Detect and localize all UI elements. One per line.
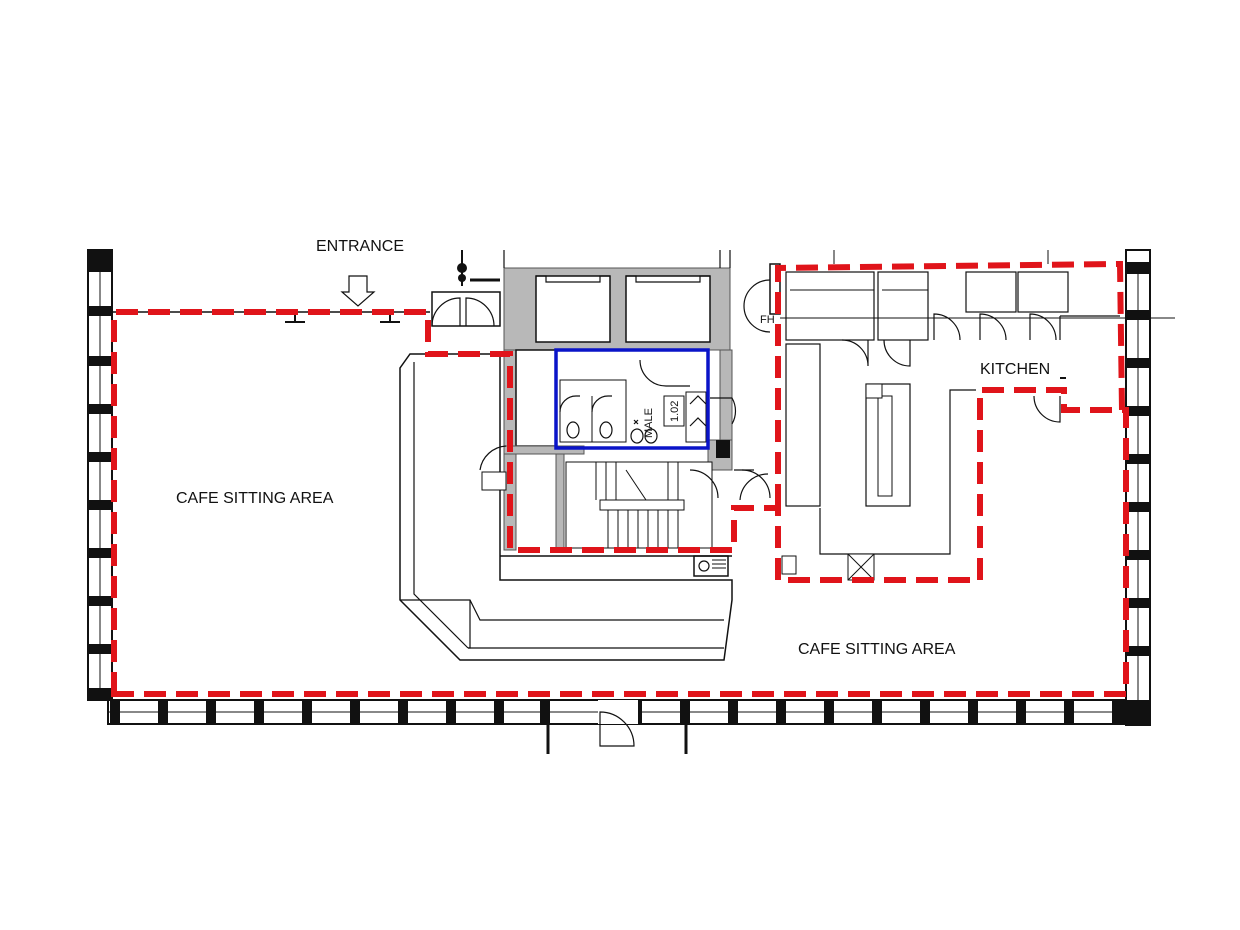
male-toilet-highlight (554, 348, 710, 450)
male-label: MALE (643, 408, 655, 438)
cafe-boundary (111, 260, 1129, 697)
service-core (503, 250, 733, 551)
kitchen-label: KITCHEN (980, 361, 1050, 378)
right-facade-wall (1125, 249, 1151, 726)
staircase (565, 461, 771, 549)
cafe-counter (399, 353, 733, 661)
toilet-fixtures (559, 359, 737, 444)
left-facade-wall (87, 249, 113, 701)
fire-hydrant-label: FH (760, 314, 775, 326)
entrance-arrow-icon (340, 275, 376, 307)
room-number-label: 1.02 (669, 401, 681, 422)
entrance-door (431, 250, 501, 327)
bottom-facade-wall (107, 699, 1129, 754)
entrance-label: ENTRANCE (316, 238, 404, 255)
cafe-sitting-area-right-label: CAFE SITTING AREA (798, 641, 956, 658)
kitchen-block (739, 250, 1175, 581)
service-panel (693, 555, 729, 577)
cafe-sitting-area-left-label: CAFE SITTING AREA (176, 490, 334, 507)
